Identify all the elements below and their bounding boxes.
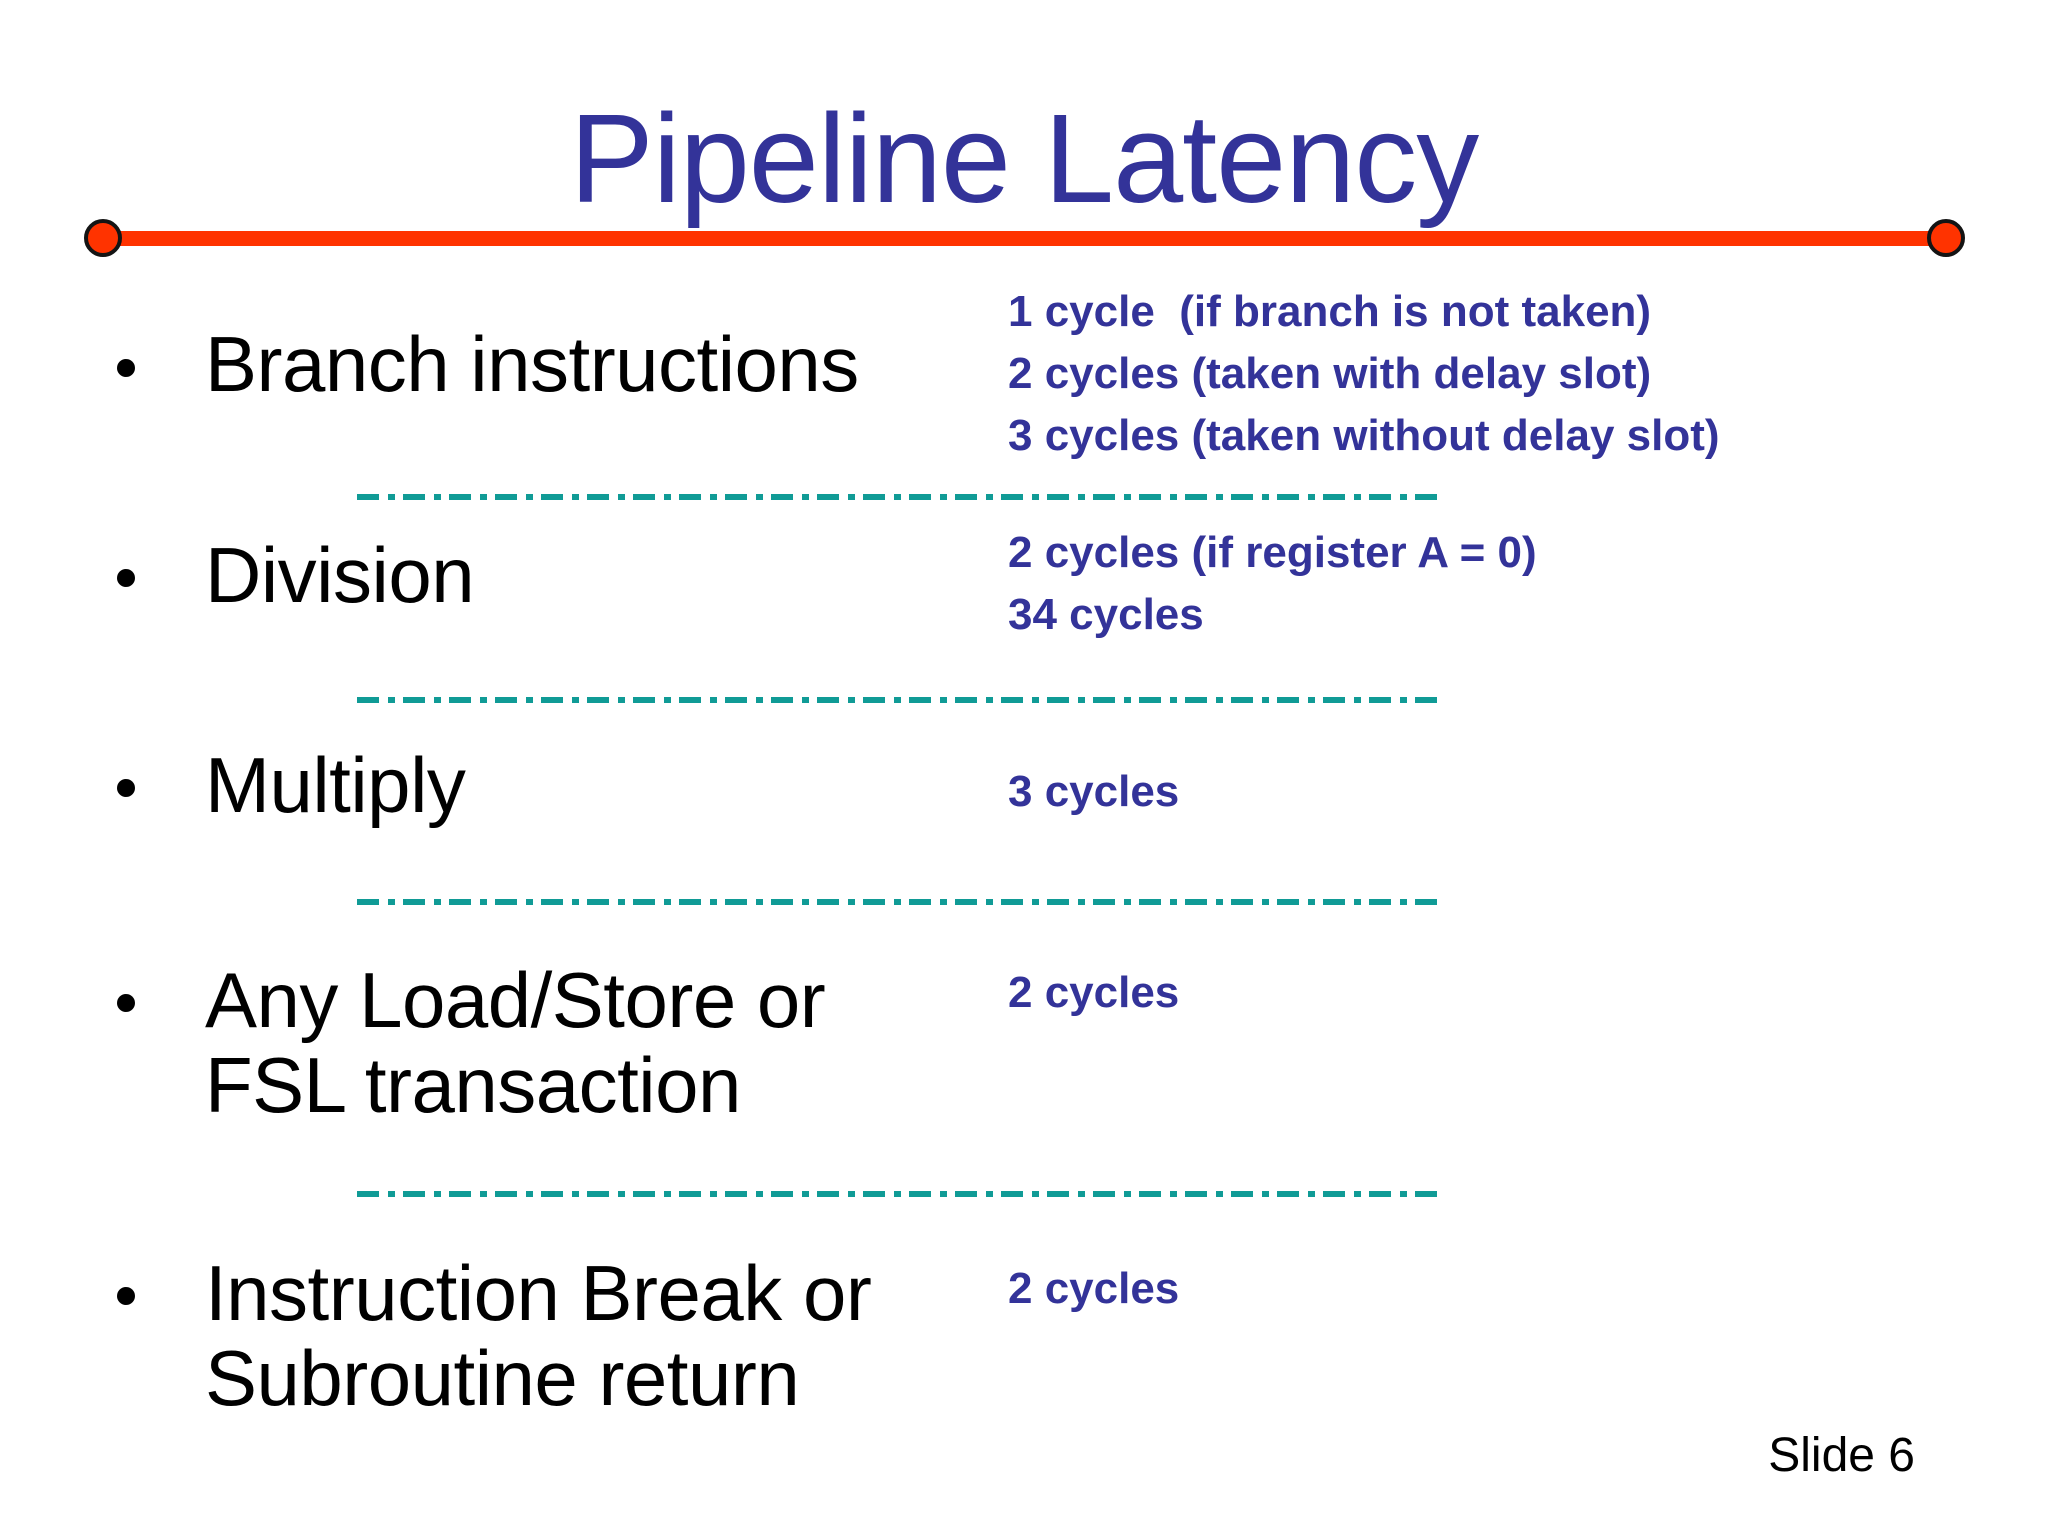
item-latency-division: 2 cycles (if register A = 0) 34 cycles	[1008, 528, 1537, 639]
bullet-icon	[117, 359, 135, 377]
bullet-icon	[117, 994, 135, 1012]
bullet-icon	[117, 779, 135, 797]
section-divider	[357, 899, 1439, 905]
title-underline-rule	[103, 231, 1946, 246]
item-latency-load-store: 2 cycles	[1008, 968, 1180, 1017]
item-latency-break-return: 2 cycles	[1008, 1264, 1180, 1313]
section-divider	[357, 494, 1439, 500]
slide-number: Slide 6	[1768, 1429, 1915, 1482]
item-label-multiply: Multiply	[205, 741, 466, 829]
rule-left-endpoint-icon	[84, 219, 122, 257]
item-latency-branch: 1 cycle (if branch is not taken) 2 cycle…	[1008, 287, 1720, 460]
item-label-load-store: Any Load/Store or FSL transaction	[205, 956, 826, 1129]
section-divider	[357, 1191, 1439, 1197]
section-divider	[357, 697, 1439, 703]
bullet-icon	[117, 569, 135, 587]
item-label-break-return: Instruction Break or Subroutine return	[205, 1249, 872, 1422]
bullet-icon	[117, 1287, 135, 1305]
rule-right-endpoint-icon	[1927, 219, 1965, 257]
item-latency-multiply: 3 cycles	[1008, 767, 1180, 816]
item-label-branch: Branch instructions	[205, 320, 859, 408]
page-title: Pipeline Latency	[569, 88, 1480, 229]
item-label-division: Division	[205, 531, 475, 619]
